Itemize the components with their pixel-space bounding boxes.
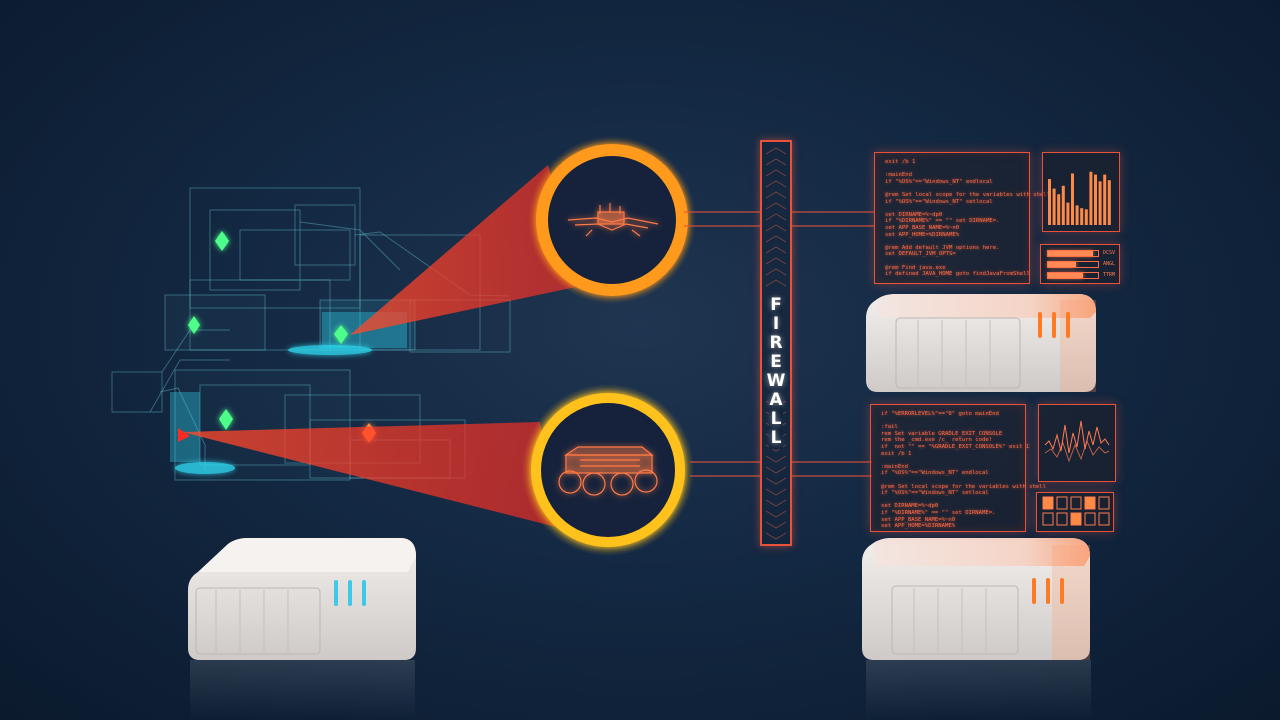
code-line: set DIRNAME=%~dp0 (885, 211, 943, 218)
bar-graph-bar (1052, 188, 1056, 225)
grid-matrix-cell (1042, 496, 1054, 510)
code-line: if not "" == "%GRADLE_EXIT_CONSOLE%" exi… (881, 443, 1030, 450)
code-line: set APP_HOME=%DIRNAME% (885, 231, 960, 238)
bar-graph-panel (1042, 152, 1120, 232)
code-line: rem the _cmd.exe /c_ return code! (881, 437, 993, 444)
grid-matrix-cell (1042, 512, 1054, 526)
grid-matrix-cell (1084, 512, 1096, 526)
server-device-icon (188, 538, 416, 720)
code-line (885, 185, 1019, 192)
meter-bar-ttrm (1047, 272, 1099, 279)
bar-graph-bar (1080, 208, 1084, 225)
code-line: :fail (881, 424, 898, 431)
server-device-icon (866, 294, 1096, 392)
grid-matrix-cell (1098, 496, 1110, 510)
hologram-pad-upper (288, 345, 372, 355)
code-line: set APP_BASE_NAME=%~n0 (885, 224, 960, 231)
code-line: if "%OS%"=="Windows_NT" setlocal (885, 198, 993, 205)
grid-matrix-cell (1084, 496, 1096, 510)
bar-graph-bar (1075, 205, 1079, 225)
meter-label: ANGL (1103, 261, 1116, 267)
rover-robot-icon (558, 446, 658, 496)
meter-bar-angl (1047, 261, 1099, 268)
drone-icon (567, 203, 659, 237)
bar-graph-bar (1089, 171, 1093, 225)
code-line: set APP_HOME=%DIRNAME% (881, 523, 956, 530)
code-line (885, 205, 1019, 212)
meter-label: TTRM (1103, 272, 1116, 278)
bar-graph-bar (1061, 185, 1065, 225)
firewall-label: FIREWALL (766, 293, 786, 449)
beam-origin (178, 428, 190, 442)
code-line: @rem Add default JVM options here. (885, 244, 1000, 251)
waveform-panel (1038, 404, 1116, 482)
bar-graph-bar (1084, 209, 1088, 225)
bar-graph-bar (1071, 173, 1074, 225)
bar-graph-bar (1103, 174, 1107, 225)
code-line: if "%DIRNAME%" == "" set DIRNAME=. (885, 218, 1000, 225)
bar-graph-bar (1098, 181, 1102, 225)
grid-matrix-cell (1070, 512, 1082, 526)
bar-graph-bar (1107, 180, 1111, 225)
code-line: if "%DIRNAME%" == "" set DIRNAME=. (881, 509, 996, 516)
grid-matrix-cell (1056, 512, 1068, 526)
code-line: :mainEnd (881, 463, 908, 470)
code-line: exit /b 1 (881, 450, 912, 457)
bar-graph-bar (1057, 194, 1061, 225)
bar-graph-bar (1048, 179, 1051, 225)
connector-lines (684, 211, 875, 477)
code-line (881, 477, 1015, 484)
bar-graph-bar (1066, 202, 1070, 225)
hologram-cyan-wall (170, 392, 200, 462)
code-line: if "%OS%"=="Windows_NT" endlocal (881, 470, 989, 477)
code-line: if "%OS%"=="Windows_NT" endlocal (885, 178, 993, 185)
bar-graph-icon (1048, 171, 1111, 225)
code-line: if defined JAVA_HOME goto findJavaFromSh… (885, 271, 1030, 278)
code-line: exit /b 1 (885, 159, 916, 165)
code-line: set APP_BASE_NAME=%~n0 (881, 516, 956, 523)
code-line (881, 418, 1015, 425)
code-line: if "%ERRORLEVEL%"=="0" goto mainEnd (881, 411, 999, 417)
bar-graph-bar (1094, 174, 1097, 225)
meter-panel: DCSV ANGL TTRM (1040, 244, 1120, 284)
grid-matrix-cell (1056, 496, 1068, 510)
meter-label: DCSV (1103, 250, 1116, 256)
code-line: @rem Set local scope for the variables w… (885, 191, 1051, 198)
beam-to-rover (182, 422, 560, 528)
code-line: set DIRNAME=%~dp0 (881, 503, 939, 510)
meter-bar-dcsv (1047, 250, 1099, 257)
code-line: @rem Find java.exe (885, 264, 946, 271)
grid-matrix-cell (1070, 496, 1082, 510)
code-listing-bottom: if "%ERRORLEVEL%"=="0" goto mainEnd :fail… (881, 411, 1047, 530)
code-line (885, 238, 1019, 245)
grid-matrix-panel (1036, 492, 1114, 532)
code-line: :mainEnd (885, 172, 912, 179)
code-line: set DEFAULT_JVM_OPTS= (885, 251, 956, 258)
grid-matrix-cell (1098, 512, 1110, 526)
beam-to-drone (350, 165, 585, 335)
waveform-graph-icon (1044, 420, 1110, 463)
code-line (885, 258, 1019, 265)
code-line (881, 457, 1015, 464)
code-panel-bottom: if "%ERRORLEVEL%"=="0" goto mainEnd :fail… (870, 404, 1047, 532)
code-line: if "%OS%"=="Windows_NT" setlocal (881, 490, 989, 497)
code-line: rem Set variable GRADLE_EXIT_CONSOLE (881, 430, 1003, 437)
code-line: @rem Set local scope for the variables w… (881, 483, 1047, 490)
server-device-icon (862, 538, 1091, 720)
grid-matrix-icon (1042, 496, 1110, 526)
hologram-pad-lower (175, 462, 235, 474)
